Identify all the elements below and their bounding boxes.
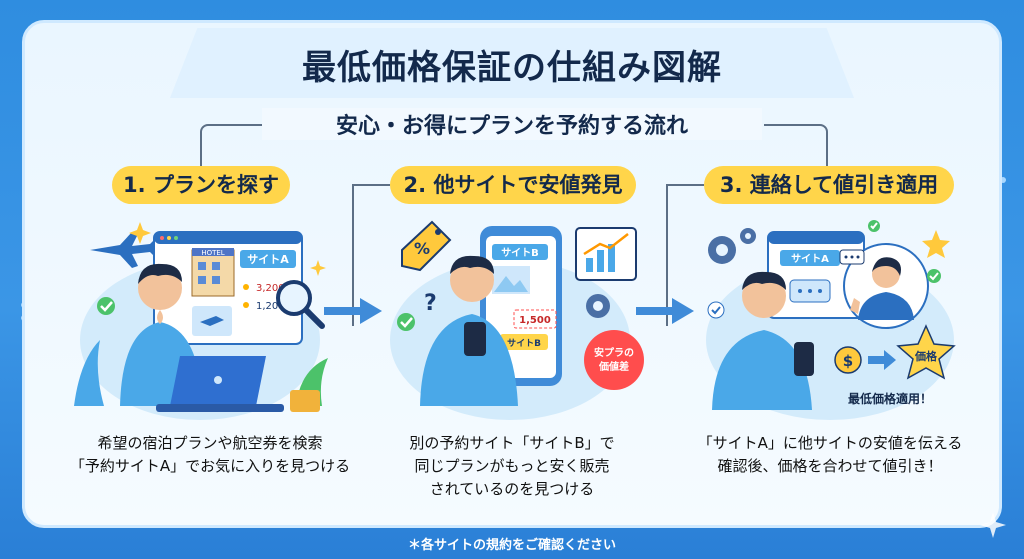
step2-desc-line3: されているのを見つける [429,480,595,498]
chart-icon [575,227,637,281]
step3-desc-line1: 「サイトA」に他サイトの安値を伝える [697,434,963,452]
step1-desc-line1: 希望の宿泊プランや航空券を検索 [97,434,323,452]
step2-illustration: % ? サイトB 1,500 サイトB 安プラの 価値差 [390,220,644,420]
price-1200: 1,200 [256,301,285,312]
bubble-line2: 価値差 [598,360,629,373]
dollar-sign: $ [843,352,853,370]
arrow-right-icon [324,298,382,324]
airplane-icon [90,232,160,268]
price-tag-icon: % [401,220,452,272]
step2-pill: 2. 他サイトで安値発見 [390,166,636,204]
page-title: 最低価格保証の仕組み図解 [302,48,722,88]
hotel-sign: HOTEL [201,249,224,257]
step1-pill: 1. プランを探す [112,166,290,204]
gear-icon [708,228,756,264]
price-star-text: 価格 [914,349,938,363]
price-1500: 1,500 [519,315,551,326]
flow-subtitle: 安心・お得にプランを予約する流れ [262,108,762,140]
magnifier-icon [276,280,325,329]
step2-desc-line1: 別の予約サイト「サイトB」で [409,434,615,452]
arrow-right-icon-2 [636,298,694,324]
step1-illustration: HOTEL サイトA 3,200 1,200 [74,222,328,420]
gear-icon [586,294,610,318]
footnote: ＊各サイトの規約をご確認ください [407,538,616,553]
step1-desc-line2: 「予約サイトA」でお気に入りを見つける [69,457,351,475]
sparkle-icon [980,512,1006,538]
title-tab [170,28,854,98]
step3-description: 「サイトA」に他サイトの安値を伝える 確認後、価格を合わせて値引き！ [670,432,990,478]
price-3200: 3,200 [256,283,285,294]
step3-pill: 3. 連絡して値引き適用 [704,166,954,204]
bubble-line1: 安プラの [594,346,634,359]
flow-bracket-left [200,124,262,170]
connector-2 [352,184,390,326]
flow-bracket-right [764,124,828,170]
question-mark: ? [424,291,437,316]
step2-description: 別の予約サイト「サイトB」で 同じプランがもっと安く販売 されているのを見つける [372,432,652,501]
applied-text: 最低価格適用！ [848,391,932,406]
step2-desc-line2: 同じプランがもっと安く販売 [414,457,610,475]
site-a-label: サイトA [247,253,289,266]
step3-desc-line2: 確認後、価格を合わせて値引き！ [717,457,943,475]
site-a-label-3: サイトA [791,253,829,265]
step3-illustration: サイトA $ 価格 最低価格適用！ [706,220,956,420]
site-b-label: サイトB [501,247,539,259]
connector-3 [666,184,704,326]
percent-text: % [414,239,430,258]
site-b-small: サイトB [507,338,541,349]
step1-description: 希望の宿泊プランや航空券を検索 「予約サイトA」でお気に入りを見つける [60,432,360,478]
